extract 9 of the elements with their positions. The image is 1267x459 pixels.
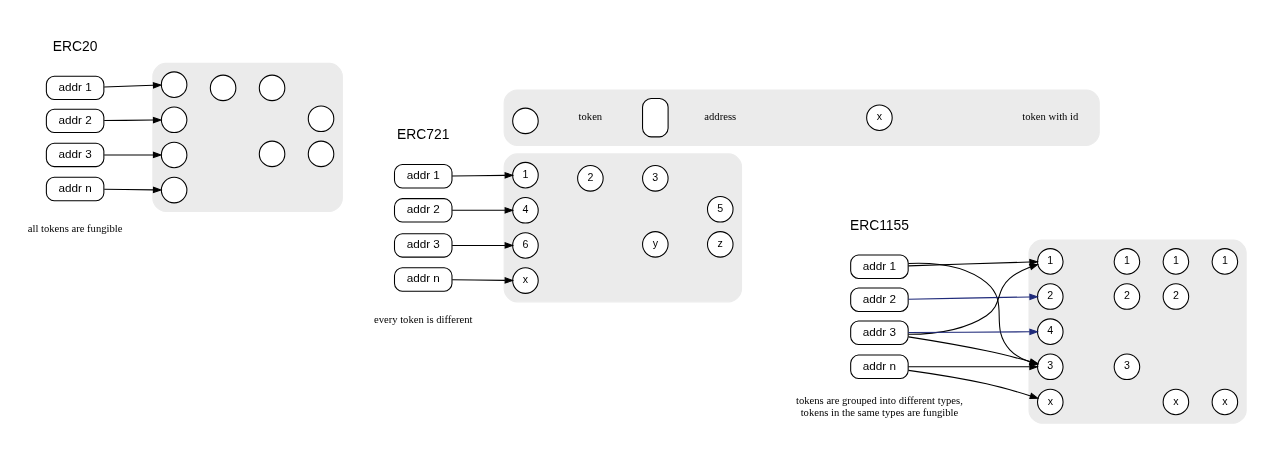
label: every token is different [373,313,473,325]
label: ERC20 [52,37,98,54]
label: all tokens are fungible [27,222,123,234]
legend-label: token with id [1022,110,1079,122]
label: tokens are grouped into different types, tokens in the same types are fungible [796,394,963,418]
label: ERC1155 [849,216,909,233]
legend-label: address [704,110,737,122]
legend-label: token [578,110,603,122]
label: ERC721 [397,125,450,142]
